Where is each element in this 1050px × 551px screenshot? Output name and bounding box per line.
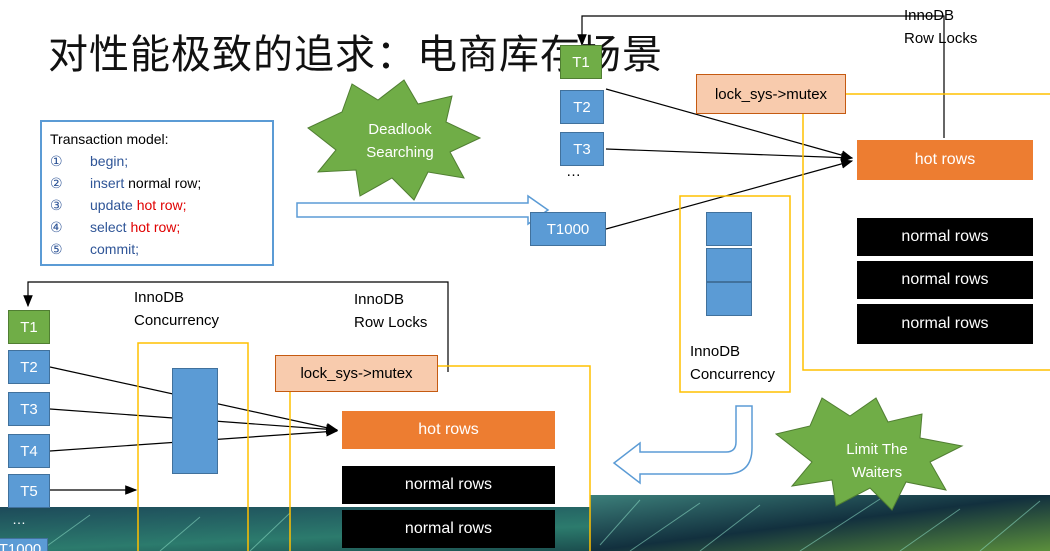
bottom-lock-sys-mutex: lock_sys->mutex <box>275 355 438 392</box>
top-normal-rows-1: normal rows <box>857 218 1033 256</box>
top-lock-sys-mutex: lock_sys->mutex <box>696 74 846 114</box>
limit-burst-shape <box>774 397 964 511</box>
hollow-u-arrow <box>612 405 753 485</box>
top-concurrency-slot-2 <box>706 248 752 282</box>
hollow-arrow-right <box>296 194 550 226</box>
top-row-lock-loop <box>577 15 945 138</box>
step-number: ⑤ <box>50 241 63 257</box>
transaction-model-box: Transaction model: ① begin; ② insert normal… <box>40 120 274 266</box>
bottom-thread-t1: T1 <box>8 310 50 344</box>
step-number: ④ <box>50 219 63 235</box>
top-thread-t1: T1 <box>560 45 602 79</box>
top-thread-t3: T3 <box>560 132 604 166</box>
top-arrow-t3 <box>605 148 854 163</box>
transaction-step: ⑤ commit; <box>50 238 264 260</box>
bottom-row-lock-loop <box>23 281 449 372</box>
transaction-steps: ① begin; ② insert normal row; ③ update hot ro… <box>50 150 264 260</box>
bottom-hot-rows: hot rows <box>342 411 555 449</box>
step-text: commit; <box>90 241 139 257</box>
step-text: normal row; <box>128 175 202 191</box>
deadlock-searching-label: Deadlook Searching <box>366 121 434 161</box>
transaction-step: ① begin; <box>50 150 264 172</box>
limit-waiters-label: Limit The Waiters <box>846 441 908 481</box>
transaction-step: ② insert normal row; <box>50 172 264 194</box>
bottom-thread-ellipsis: … <box>12 511 26 527</box>
bottom-concurrency-slot <box>172 368 218 474</box>
bottom-thread-t2: T2 <box>8 350 50 384</box>
bottom-concurrency-frame <box>137 342 249 551</box>
top-arrow-t2 <box>605 88 854 160</box>
top-concurrency-frame <box>679 195 791 393</box>
top-thread-ellipsis: … <box>566 163 581 180</box>
bottom-normal-rows-2: normal rows <box>342 510 555 548</box>
top-normal-rows-3: normal rows <box>857 304 1033 344</box>
bottom-thread-t4: T4 <box>8 434 50 468</box>
bottom-thread-t5: T5 <box>8 474 50 508</box>
step-text: insert <box>90 175 129 191</box>
bottom-concurrency-label: InnoDB Concurrency <box>134 289 220 329</box>
bottom-thread-t3: T3 <box>8 392 50 426</box>
transaction-step: ④ select hot row; <box>50 216 264 238</box>
step-text: hot row; <box>136 197 187 213</box>
top-hot-rows: hot rows <box>857 140 1033 180</box>
step-text: hot row; <box>130 219 181 235</box>
top-arrow-t1000 <box>605 159 854 230</box>
top-row-locks-label: InnoDB Row Locks <box>904 7 978 47</box>
step-number: ② <box>50 175 63 191</box>
top-concurrency-slot-3 <box>706 282 752 316</box>
bottom-normal-rows-1: normal rows <box>342 466 555 504</box>
step-text: select <box>90 219 131 235</box>
top-concurrency-slot-1 <box>706 212 752 246</box>
top-normal-rows-2: normal rows <box>857 261 1033 299</box>
deadlock-burst-shape <box>307 79 482 201</box>
top-concurrency-label: InnoDB Concurrency <box>690 343 776 383</box>
transaction-model-heading: Transaction model: <box>50 131 169 147</box>
bottom-thread-t1000: T1000 <box>0 538 48 551</box>
top-thread-t2: T2 <box>560 90 604 124</box>
slide-title: 对性能极致的追求：电商库存场景 <box>48 33 663 77</box>
step-number: ③ <box>50 197 63 213</box>
top-thread-t1000: T1000 <box>530 212 606 246</box>
step-text: update <box>90 197 137 213</box>
step-text: begin; <box>90 153 129 169</box>
step-number: ① <box>50 153 63 169</box>
transaction-step: ③ update hot row; <box>50 194 264 216</box>
bottom-row-locks-label: InnoDB Row Locks <box>354 291 428 331</box>
